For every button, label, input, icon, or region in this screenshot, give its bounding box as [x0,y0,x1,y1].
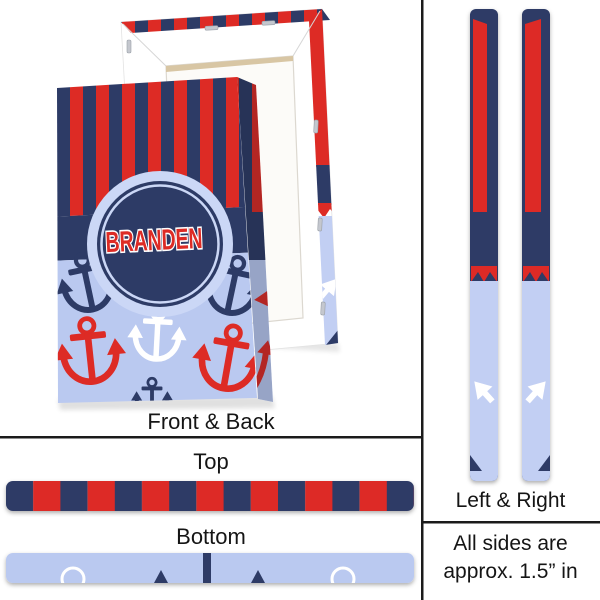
front-face: BRANDEN [57,77,257,403]
back-top-wrap-stripes [121,9,330,33]
bottom-label: Bottom [176,524,246,549]
divider-vertical [421,0,424,600]
left-right-label: Left & Right [455,489,566,512]
bottom-side-strip [6,553,414,583]
staples [126,20,326,316]
canvas-backing-sliver [166,56,293,72]
size-note-line2: approx. 1.5” in [443,560,578,583]
left-side-strip [470,9,498,481]
front-stripes [57,77,257,217]
name-badge: BRANDEN [87,171,233,317]
divider-horizontal-right [423,521,600,524]
divider-horizontal-left [0,436,423,439]
size-note-line1: All sides are [453,532,568,555]
personalized-name: BRANDEN [105,223,203,259]
top-side-strip [6,481,414,511]
right-side-strip [522,9,550,481]
front-back-label: Front & Back [147,409,275,434]
top-label: Top [193,449,229,474]
front-canvas: BRANDEN [57,77,273,403]
